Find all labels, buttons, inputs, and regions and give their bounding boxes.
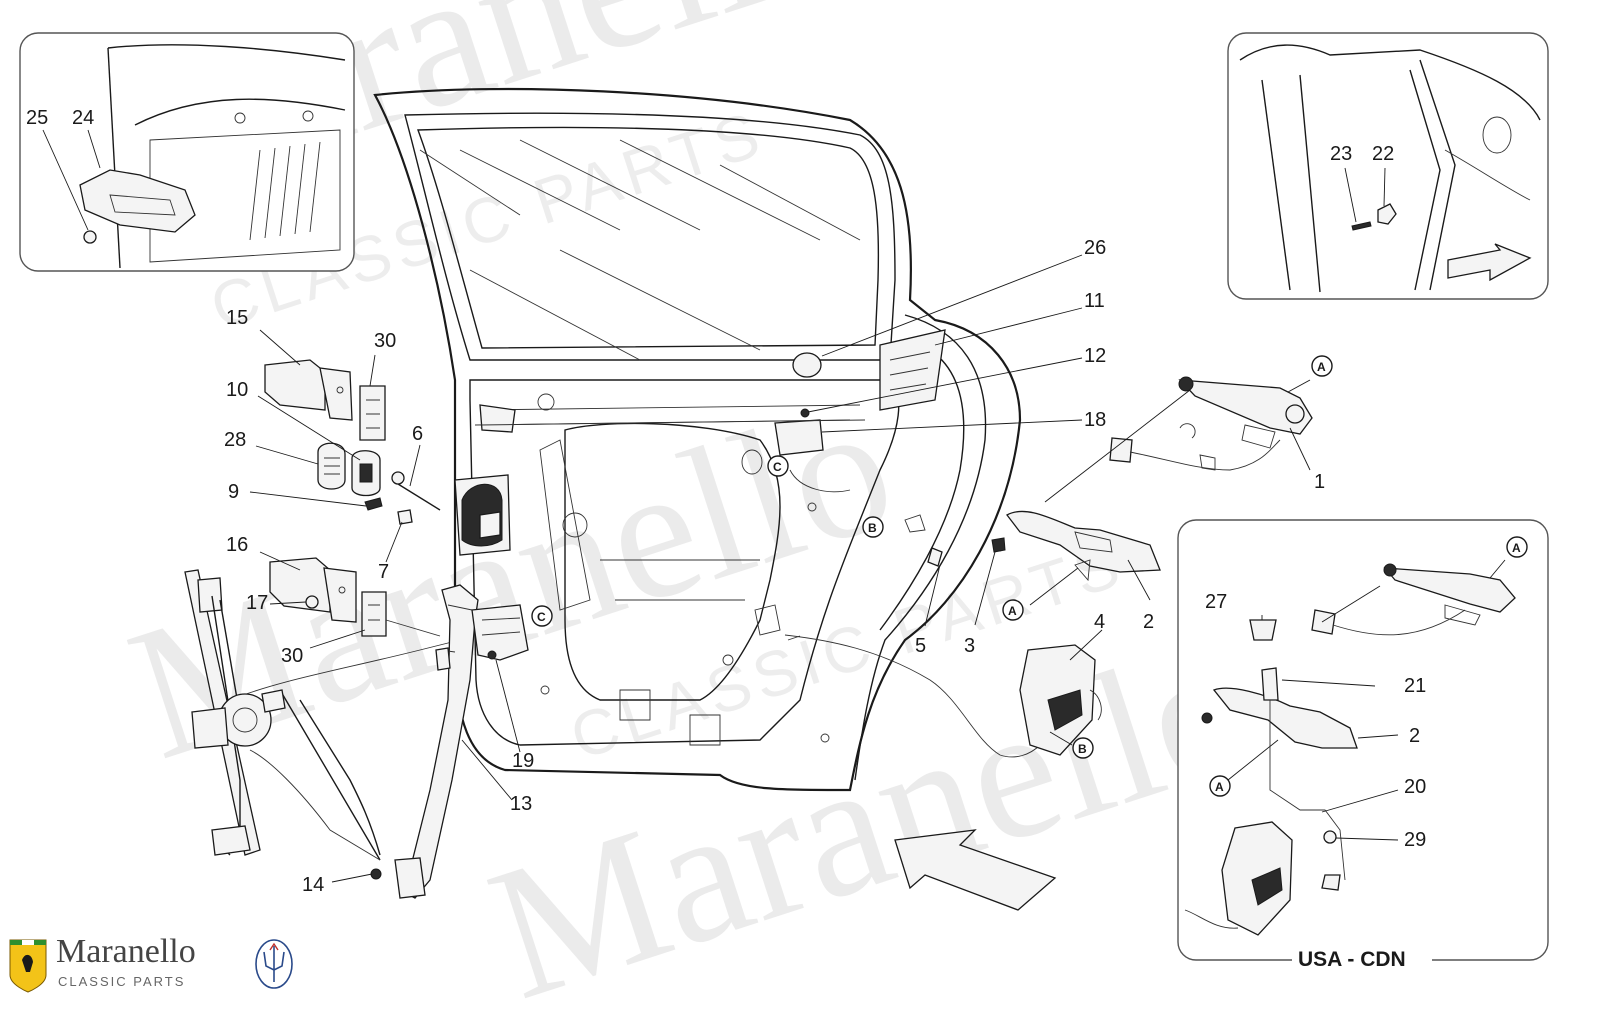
callout-15: 15 (226, 307, 248, 329)
window-regulator-assembly (184, 569, 461, 880)
callout-28: 28 (224, 429, 246, 451)
callout-6: 6 (412, 423, 423, 445)
callout-13: 13 (510, 793, 532, 815)
callout-29: 29 (1404, 829, 1426, 851)
callout-20: 20 (1404, 776, 1426, 798)
inset-door-striker: 23 22 (1227, 32, 1549, 300)
inset-interior-trim: 25 24 (19, 32, 355, 272)
callout-30-top: 30 (374, 330, 396, 352)
maserati-trident-logo (255, 939, 293, 989)
callout-18: 18 (1084, 409, 1106, 431)
brand-name: Maranello (56, 933, 196, 970)
callout-26: 26 (1084, 237, 1106, 259)
door-assembly (373, 87, 1022, 792)
inset-usa-cdn: USA - CDN A A 27 21 2 (1177, 519, 1549, 974)
callout-30-bottom: 30 (281, 645, 303, 667)
ref-marker-c-guide: C (537, 610, 546, 624)
callout-22: 22 (1372, 143, 1394, 165)
callout-4: 4 (1094, 611, 1105, 633)
callout-2-inset: 2 (1409, 725, 1420, 747)
ref-marker-c-door: C (773, 460, 782, 474)
direction-arrow (894, 829, 1057, 911)
callout-5: 5 (915, 635, 926, 657)
callout-11: 11 (1084, 290, 1105, 312)
callout-1: 1 (1314, 471, 1325, 493)
ref-marker-b-door: B (868, 521, 877, 535)
callout-12: 12 (1084, 345, 1106, 367)
callout-25: 25 (26, 107, 48, 129)
callout-21: 21 (1404, 675, 1426, 697)
rear-glass-channel (394, 584, 479, 899)
callout-27: 27 (1205, 591, 1227, 613)
usa-cdn-label: USA - CDN (1298, 948, 1406, 971)
callout-16: 16 (226, 534, 248, 556)
callout-10: 10 (226, 379, 248, 401)
small-parts-right (904, 514, 1006, 567)
ref-marker-a-inset-bottom: A (1215, 780, 1224, 794)
door-latch-assembly (784, 634, 1102, 758)
callout-numbers: 26 11 12 18 1 2 3 4 5 6 7 9 10 13 14 15 … (224, 237, 1325, 896)
callout-9: 9 (228, 481, 239, 503)
callout-23: 23 (1330, 143, 1352, 165)
ref-marker-a-lever: A (1008, 604, 1017, 618)
small-parts-left (264, 359, 441, 637)
ferrari-shield-logo (9, 939, 47, 993)
glass-guide (471, 604, 529, 661)
reference-markers: A A B B C C (531, 355, 1333, 759)
outside-handle-assembly (1109, 376, 1313, 471)
callout-17: 17 (246, 592, 268, 614)
ref-marker-a-inset-top: A (1512, 541, 1521, 555)
callout-19: 19 (512, 750, 534, 772)
callout-24: 24 (72, 107, 94, 129)
ref-marker-b-latch: B (1078, 742, 1087, 756)
callout-3: 3 (964, 635, 975, 657)
brand-tagline: CLASSIC PARTS (58, 974, 185, 989)
callout-2: 2 (1143, 611, 1154, 633)
callout-7: 7 (378, 561, 389, 583)
brand-footer: Maranello CLASSIC PARTS (9, 933, 293, 993)
leader-lines (249, 254, 1311, 883)
ref-marker-a-handle: A (1317, 360, 1326, 374)
callout-14: 14 (302, 874, 324, 896)
